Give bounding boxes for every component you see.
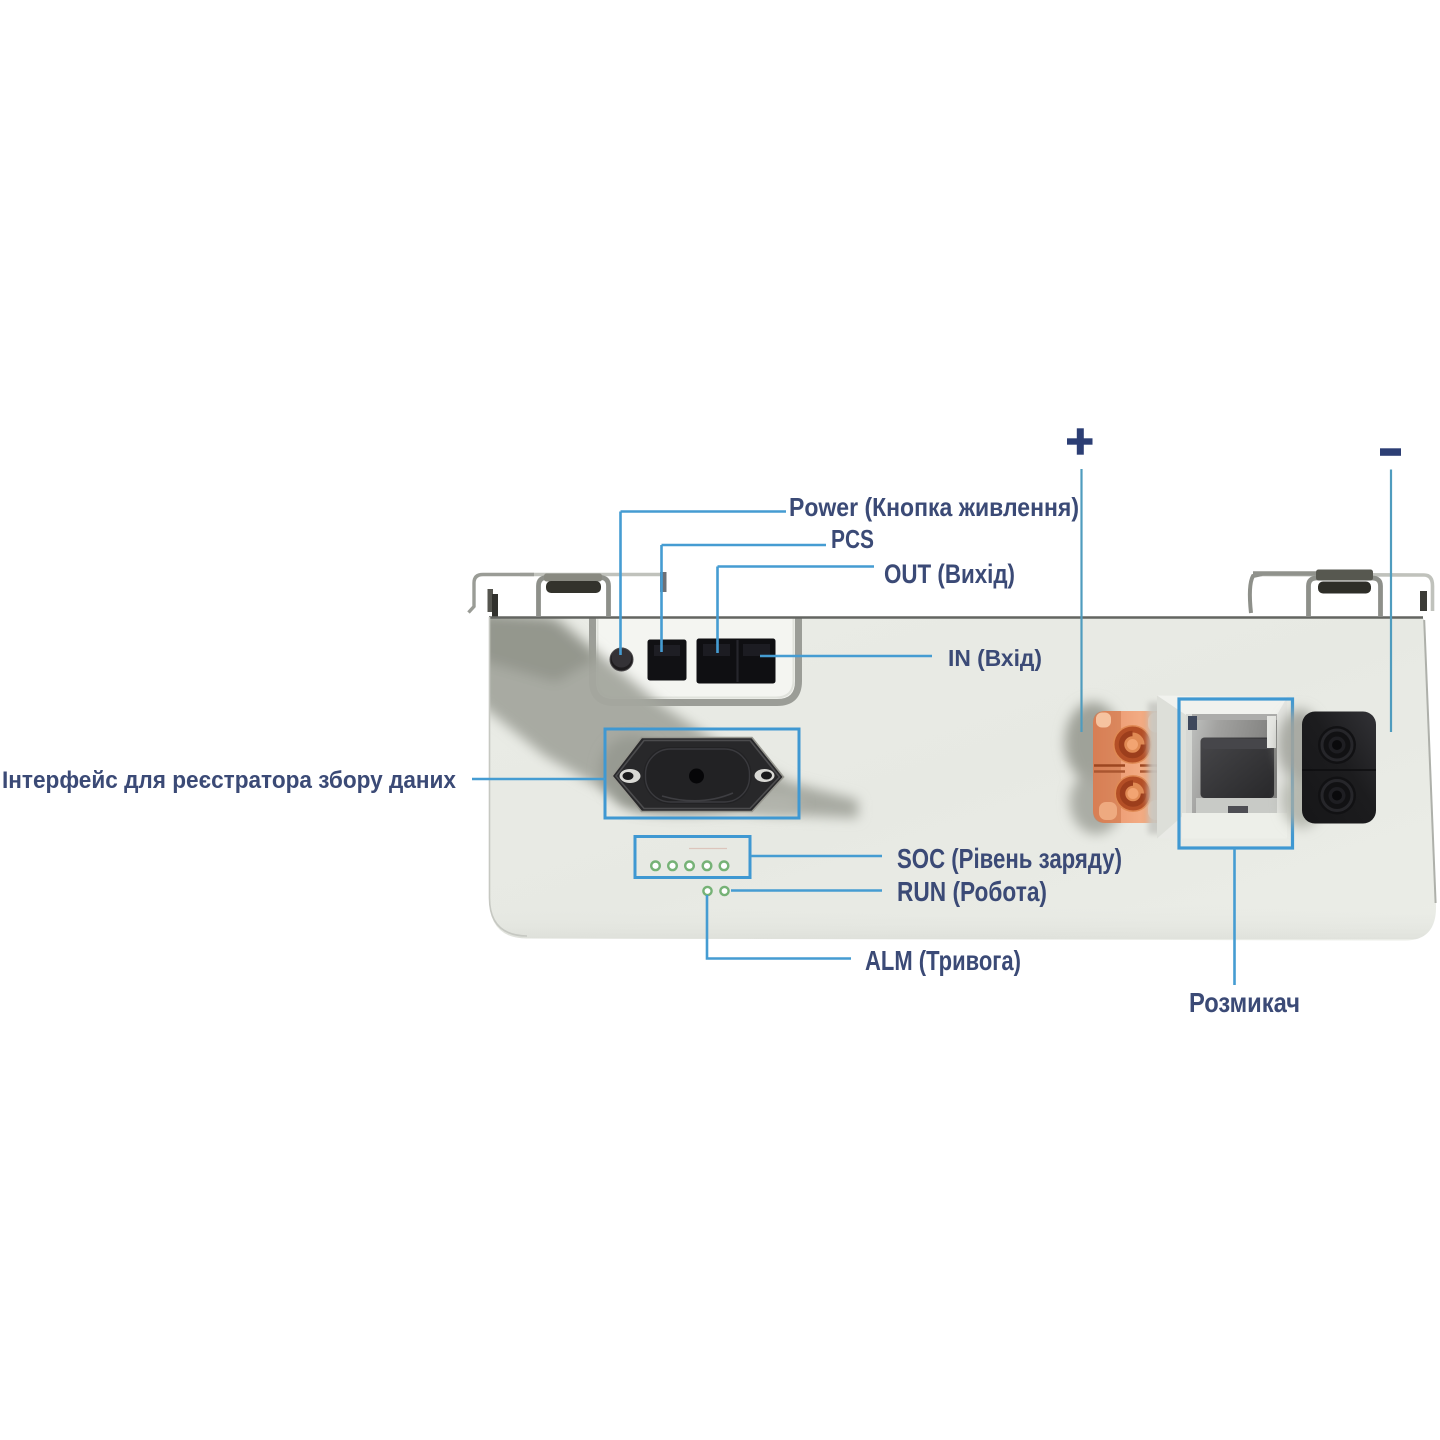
svg-text:SOC (Рівень заряду): SOC (Рівень заряду) [897, 843, 1122, 874]
svg-text:Power (Кнопка живлення): Power (Кнопка живлення) [789, 492, 1079, 522]
svg-text:OUT (Вихід): OUT (Вихід) [884, 559, 1015, 589]
svg-text:RUN (Робота): RUN (Робота) [897, 876, 1047, 907]
svg-text:Розмикач: Розмикач [1189, 987, 1300, 1018]
svg-text:Інтерфейс для реєстратора збор: Інтерфейс для реєстратора збору даних [2, 767, 457, 794]
svg-text:IN (Вхід): IN (Вхід) [948, 645, 1042, 671]
svg-text:PCS: PCS [831, 524, 874, 554]
svg-text:ALM (Тривога): ALM (Тривога) [865, 945, 1021, 976]
